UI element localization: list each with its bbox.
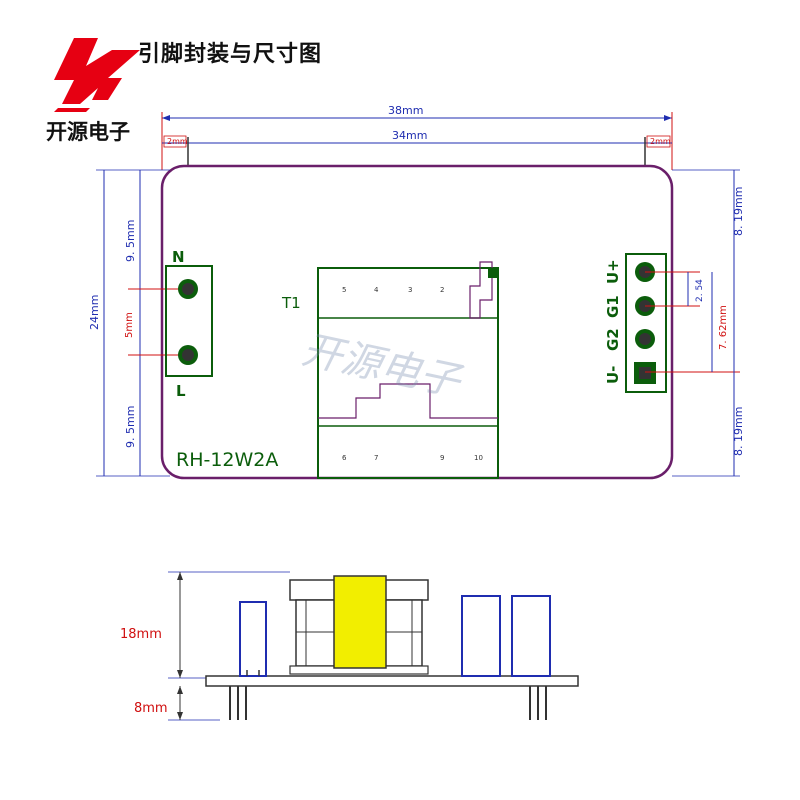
dim-left-pin-pitch: 5mm bbox=[124, 312, 135, 338]
pin-label-uminus: U- bbox=[604, 366, 622, 384]
transformer-pin-6: 6 bbox=[342, 454, 347, 462]
dim-right-margin: 2mm bbox=[650, 137, 671, 146]
dim-right-pitch: 2. 54 bbox=[695, 279, 705, 302]
dim-pin-length: 8mm bbox=[134, 701, 168, 716]
dim-left-top-gap: 9. 5mm bbox=[124, 220, 137, 262]
dim-component-height: 18mm bbox=[120, 627, 162, 642]
dim-pin-span: 34mm bbox=[392, 129, 427, 142]
transformer-pin-4: 4 bbox=[374, 286, 379, 294]
model-label: RH-12W2A bbox=[176, 449, 278, 471]
side-view-drawing: 18mm 8mm bbox=[120, 571, 579, 721]
brand-logo-icon bbox=[54, 38, 140, 112]
pin-label-n: N bbox=[172, 248, 185, 266]
dim-right-top-gap: 8. 19mm bbox=[732, 187, 745, 236]
transformer-pin-2: 2 bbox=[440, 286, 444, 294]
transformer-pin-10: 10 bbox=[474, 454, 483, 462]
pin-label-l: L bbox=[176, 382, 186, 400]
brand-name: 开源电子 bbox=[46, 120, 130, 144]
pin-label-g2: G2 bbox=[604, 328, 622, 351]
input-connector bbox=[165, 265, 213, 377]
transformer-pin-3: 3 bbox=[408, 286, 412, 294]
dim-left-bottom-gap: 9. 5mm bbox=[124, 406, 137, 448]
side-capacitor-right-2 bbox=[511, 595, 551, 677]
pin-label-g1: G1 bbox=[604, 295, 622, 318]
output-connector bbox=[625, 253, 667, 393]
dim-right-span: 7. 62mm bbox=[718, 305, 729, 350]
transformer-pin-5: 5 bbox=[342, 286, 346, 294]
transformer-footprint bbox=[317, 267, 499, 479]
top-view-drawing: 38mm 34mm 2mm 2mm 24mm 9. 5mm 5mm 9. 5mm… bbox=[88, 104, 745, 480]
side-pcb bbox=[205, 675, 579, 687]
dim-height: 24mm bbox=[88, 295, 101, 330]
transformer-pin-9: 9 bbox=[440, 454, 444, 462]
side-capacitor-left bbox=[239, 601, 267, 677]
dim-overall-width: 38mm bbox=[388, 104, 423, 117]
transformer-label: T1 bbox=[281, 294, 301, 312]
dim-right-bottom-gap: 8. 19mm bbox=[732, 407, 745, 456]
side-capacitor-right-1 bbox=[461, 595, 501, 677]
dim-left-margin: 2mm bbox=[167, 137, 188, 146]
transformer-pin-7: 7 bbox=[374, 454, 378, 462]
board-outline bbox=[160, 164, 674, 480]
pin-label-uplus: U+ bbox=[604, 259, 622, 284]
side-transformer bbox=[289, 575, 429, 675]
page-title: 引脚封装与尺寸图 bbox=[138, 42, 323, 67]
